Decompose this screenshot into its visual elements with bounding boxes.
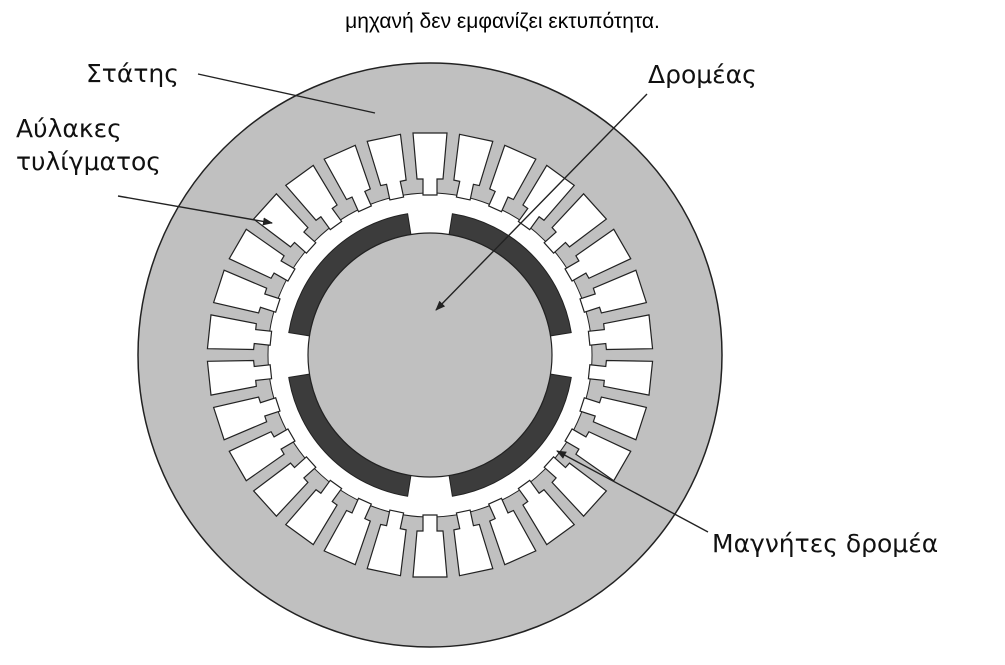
winding-slot	[252, 456, 317, 518]
winding-slot	[579, 396, 648, 441]
winding-slot	[587, 359, 654, 396]
winding-slot	[412, 132, 448, 196]
winding-slot	[366, 133, 407, 201]
winding-slot	[212, 269, 281, 314]
slots-label-line2: τυλίγματος	[16, 147, 161, 176]
winding-slot	[212, 396, 281, 441]
stator-label: Στάτης	[86, 59, 179, 88]
winding-slot	[487, 497, 537, 566]
rotor-leader-line	[435, 93, 648, 311]
winding-slot	[228, 428, 296, 482]
winding-slot	[228, 228, 296, 282]
winding-slot	[543, 192, 608, 254]
winding-slot	[487, 144, 537, 213]
stator-leader-line	[197, 73, 376, 114]
winding-slot	[206, 314, 273, 351]
winding-slot	[323, 497, 373, 566]
winding-slot	[284, 164, 343, 231]
winding-slot	[453, 509, 494, 577]
slots-leader-line	[117, 195, 273, 226]
winding-slot	[543, 456, 608, 518]
winding-slot	[206, 359, 273, 396]
winding-slot	[579, 269, 648, 314]
winding-slot	[587, 314, 654, 351]
slots-label-line1: Αύλακες	[16, 114, 122, 143]
winding-slot	[252, 192, 317, 254]
winding-slot	[323, 144, 373, 213]
winding-slot	[366, 509, 407, 577]
rotor-core	[307, 232, 553, 478]
winding-slot	[517, 479, 576, 546]
winding-slot	[284, 479, 343, 546]
magnets-leader-line	[556, 450, 709, 533]
winding-slot	[453, 133, 494, 201]
winding-slot	[412, 514, 448, 578]
magnets-label: Μαγνήτες δρομέα	[712, 529, 938, 558]
winding-slots	[206, 132, 654, 578]
rotor-label: Δρομέας	[648, 60, 757, 89]
caption-text: μηχανή δεν εμφανίζει εκτυπότητα.	[345, 10, 660, 33]
winding-slot	[564, 228, 632, 282]
